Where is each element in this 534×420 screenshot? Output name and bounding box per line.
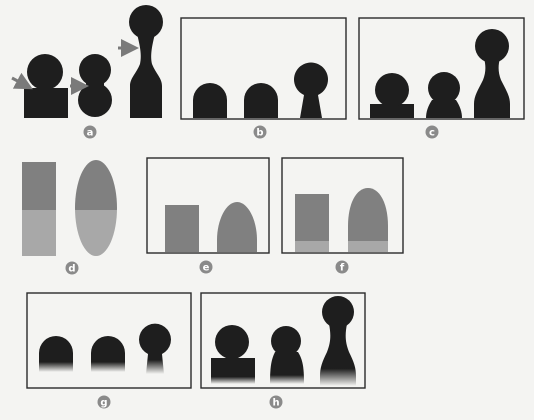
gray-rectangle-shape	[165, 205, 199, 252]
svg-text:f: f	[340, 263, 345, 274]
stacked-circles-shape	[426, 72, 462, 118]
circle-on-box-shape	[24, 54, 68, 118]
label-d: d	[65, 261, 79, 275]
label-b: b	[253, 125, 267, 139]
label-h: h	[269, 395, 283, 409]
svg-text:d: d	[68, 264, 75, 275]
bottle-shape	[129, 5, 163, 118]
faded-dome-shape	[91, 336, 125, 372]
label-f: f	[335, 260, 349, 274]
gray-rectangle-shape	[22, 162, 56, 210]
gray-rectangle-shape	[295, 194, 329, 241]
gray-rectangle-shape	[295, 241, 329, 252]
faded-bulb-shape	[139, 323, 171, 374]
arrow-icon	[11, 72, 33, 90]
svg-text:h: h	[272, 398, 279, 409]
label-c: c	[425, 125, 439, 139]
dome-shape	[193, 83, 227, 118]
panel-d: d	[22, 160, 117, 275]
panel-h: h	[200, 292, 366, 409]
panel-g: g	[26, 292, 192, 409]
bulb-shape	[294, 62, 328, 118]
label-a: a	[83, 125, 97, 139]
gray-rectangle-shape	[22, 210, 56, 256]
svg-text:b: b	[256, 128, 263, 139]
gray-dome-shape	[348, 188, 388, 252]
svg-text:g: g	[100, 398, 107, 409]
stacked-circles-shape	[78, 54, 112, 117]
bottle-shape	[474, 29, 510, 118]
faded-bottle-shape	[320, 296, 356, 386]
panel-b: b	[180, 17, 347, 139]
label-e: e	[199, 260, 213, 274]
circle-on-box-shape	[370, 73, 414, 118]
svg-text:a: a	[87, 128, 94, 139]
faded-stacked-circles-shape	[270, 326, 304, 384]
gray-ellipse-shape	[75, 160, 117, 256]
panel-f: f	[281, 157, 404, 274]
gray-dome-shape	[217, 202, 257, 252]
faded-dome-shape	[39, 336, 73, 372]
svg-text:c: c	[429, 128, 435, 139]
dome-shape	[244, 83, 278, 118]
svg-text:e: e	[203, 263, 210, 274]
label-g: g	[97, 395, 111, 409]
faded-circle-on-box-shape	[211, 325, 255, 384]
panel-c: c	[358, 17, 525, 139]
panel-a: a	[11, 5, 163, 139]
panel-e: e	[146, 157, 270, 274]
